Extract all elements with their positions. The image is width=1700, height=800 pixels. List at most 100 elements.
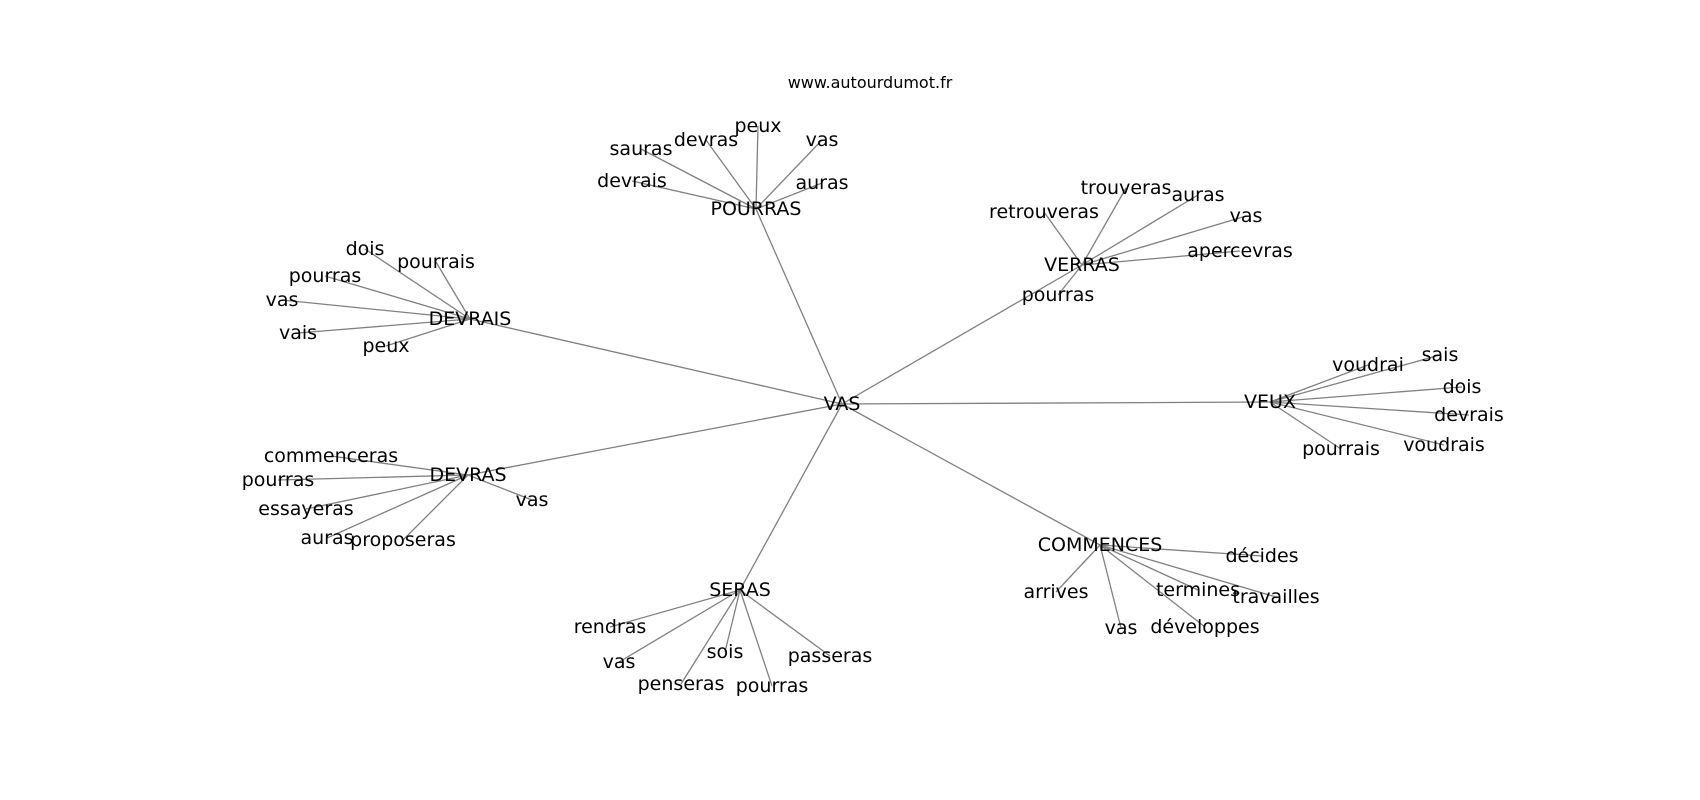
hub-node-label: POURRAS [710, 198, 801, 220]
edge-hub-leaf [281, 299, 471, 320]
leaf-node-label: vas [603, 651, 636, 673]
hub-node-label: DEVRAIS [429, 308, 512, 330]
leaf-node-label: vas [806, 129, 839, 151]
edge-hub-leaf [1099, 544, 1206, 628]
leaf-node-label: auras [300, 527, 353, 549]
leaf-node-label: sois [707, 641, 744, 663]
leaf-node-label: vas [266, 289, 299, 311]
edge-hub-leaf [739, 589, 773, 687]
leaf-node-label: peux [362, 335, 409, 357]
leaf-node-label: retrouveras [989, 201, 1099, 223]
edge-hub-leaf [618, 589, 741, 663]
edge-hub-leaf [402, 474, 469, 541]
edge-hub-leaf [1043, 211, 1083, 266]
leaf-node-label: pourras [242, 469, 315, 491]
hub-node-label: COMMENCES [1038, 534, 1163, 556]
leaf-node-label: travailles [1232, 586, 1319, 608]
leaf-node-label: devrais [597, 170, 667, 192]
edge-hub-leaf [297, 318, 471, 334]
leaf-node-label: pourras [1022, 284, 1095, 306]
edge-hub-leaf [326, 474, 469, 539]
leaf-node-label: voudrai [1332, 354, 1404, 376]
leaf-node-label: pourras [736, 675, 809, 697]
edge-hub-leaf [724, 589, 741, 653]
edge-center-hub [755, 208, 843, 405]
edge-hub-leaf [1269, 401, 1342, 450]
edge-hub-leaf [640, 148, 757, 210]
leaf-node-label: sais [1422, 344, 1459, 366]
site-url-label: www.autourdumot.fr [788, 73, 953, 92]
leaf-node-label: sauras [610, 138, 673, 160]
edge-hub-leaf [1081, 250, 1241, 266]
edge-hub-leaf [1099, 544, 1277, 598]
edge-hub-leaf [1081, 215, 1247, 266]
edge-hub-leaf [609, 589, 741, 628]
leaf-node-label: essayeras [258, 498, 353, 520]
hub-node-label: VERRAS [1044, 254, 1120, 276]
leaf-node-label: passeras [788, 645, 873, 667]
edge-hub-leaf [1269, 354, 1441, 403]
edge-hub-leaf [1055, 544, 1101, 593]
leaf-node-label: pourrais [1302, 438, 1380, 460]
edge-center-hub [467, 403, 843, 476]
edge-hub-leaf [755, 125, 759, 210]
edge-hub-leaf [680, 589, 741, 685]
edge-hub-leaf [1269, 364, 1369, 403]
edge-hub-leaf [435, 261, 471, 320]
edge-center-hub [739, 403, 843, 591]
leaf-node-label: penseras [638, 673, 725, 695]
edge-hub-leaf [1081, 194, 1199, 266]
leaf-node-label: devrais [1434, 404, 1504, 426]
edge-hub-leaf [1099, 544, 1263, 557]
hub-node-label: DEVRAS [429, 464, 506, 486]
edge-hub-leaf [755, 182, 823, 210]
edge-center-hub [841, 403, 1101, 546]
hub-node-label: VEUX [1244, 391, 1296, 413]
leaf-node-label: voudrais [1403, 434, 1485, 456]
leaf-node-label: dois [1443, 376, 1482, 398]
edge-hub-leaf [1269, 401, 1470, 416]
center-node-label: VAS [824, 393, 861, 415]
edge-hub-leaf [1269, 386, 1463, 403]
edge-center-hub [841, 264, 1083, 405]
edge-hub-leaf [1081, 187, 1127, 266]
edge-hub-leaf [755, 139, 823, 210]
leaf-node-label: pourrais [397, 251, 475, 273]
edge-center-hub [841, 401, 1271, 405]
edge-hub-leaf [324, 275, 471, 320]
edge-hub-leaf [705, 139, 757, 210]
leaf-node-label: trouveras [1081, 177, 1172, 199]
edges-layer [277, 125, 1470, 687]
edge-hub-leaf [1099, 544, 1199, 591]
edge-hub-leaf [330, 455, 469, 476]
edge-hub-leaf [1057, 264, 1083, 296]
leaf-node-label: apercevras [1187, 240, 1293, 262]
edge-hub-leaf [1099, 544, 1122, 629]
edge-hub-leaf [1269, 401, 1445, 446]
leaf-node-label: vas [1105, 617, 1138, 639]
edge-hub-leaf [739, 589, 831, 657]
edge-center-hub [469, 318, 843, 405]
leaf-node-label: proposeras [350, 529, 456, 551]
leaf-node-label: arrives [1023, 581, 1088, 603]
leaf-node-label: commenceras [264, 445, 398, 467]
edge-hub-leaf [631, 180, 757, 210]
leaf-node-label: devras [674, 129, 738, 151]
leaf-node-label: pourras [289, 265, 362, 287]
leaf-node-label: développes [1150, 616, 1259, 638]
hub-node-label: SERAS [709, 579, 771, 601]
edge-hub-leaf [364, 248, 471, 320]
leaf-node-label: auras [795, 172, 848, 194]
leaf-node-label: rendras [574, 616, 647, 638]
edge-hub-leaf [277, 474, 469, 481]
leaf-node-label: vas [1230, 205, 1263, 227]
leaf-node-label: auras [1171, 184, 1224, 206]
edge-hub-leaf [385, 318, 471, 347]
leaf-node-label: vas [516, 489, 549, 511]
leaf-node-label: peux [734, 115, 781, 137]
edge-hub-leaf [467, 474, 533, 501]
leaf-node-label: vais [279, 322, 317, 344]
leaf-node-label: dois [346, 238, 385, 260]
